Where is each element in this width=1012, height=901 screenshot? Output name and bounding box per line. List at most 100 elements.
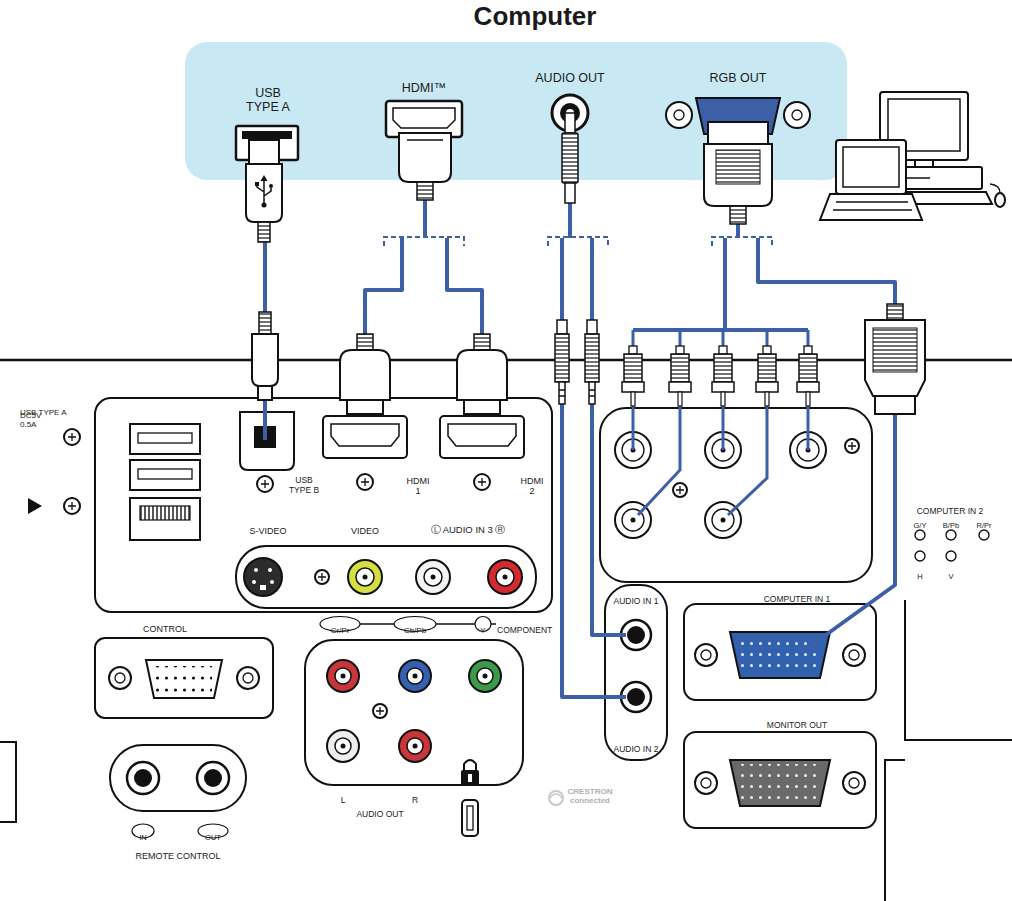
computer-icon [915, 160, 933, 167]
cable [736, 224, 740, 238]
projector-sockets [130, 424, 200, 454]
cable [548, 237, 608, 246]
cable-plug [624, 354, 642, 382]
projector-sockets [327, 730, 359, 762]
marker-symbols [468, 774, 472, 782]
cable [722, 406, 725, 450]
label-slot: R [408, 789, 422, 807]
projector-housing [0, 360, 1012, 901]
projector-sockets [730, 632, 830, 678]
marker-symbols [464, 760, 476, 770]
cable-plug [555, 334, 569, 382]
cable-plug [719, 346, 727, 354]
label-slot: COMPUTER IN 1 [752, 588, 842, 606]
projector-sockets [496, 568, 514, 586]
projector-sockets [407, 738, 423, 754]
signal-label: R [412, 796, 418, 806]
projector-sockets [254, 568, 258, 572]
connector-panels [110, 745, 246, 811]
cable [723, 238, 727, 330]
projector-sockets [740, 764, 820, 802]
projector-sockets [740, 636, 820, 674]
cable-plug [559, 382, 565, 404]
cable-plug [797, 382, 819, 392]
projector-sockets [356, 568, 374, 586]
port-label: AUDIO IN 2 [614, 745, 659, 755]
cable-plug [474, 334, 490, 350]
projector-sockets [130, 460, 200, 490]
cable [807, 406, 810, 450]
cable-plug [269, 184, 273, 188]
cable-plug [357, 334, 373, 350]
screw-symbol [257, 476, 273, 492]
marker-symbols [461, 770, 479, 786]
label-slot: H [913, 565, 927, 583]
label-slot: Ⓛ AUDIO IN 3 Ⓡ [403, 519, 533, 537]
cable-plug [622, 382, 644, 392]
cable-plug [565, 183, 575, 203]
label-slot: OUT [201, 826, 225, 844]
cable-plug [257, 180, 271, 204]
label-slot: VIDEO [345, 520, 385, 538]
computer-ports [386, 101, 462, 137]
projector-sockets [146, 660, 222, 698]
computer-icon [995, 193, 1005, 207]
signal-label: R/Pr [977, 522, 992, 531]
cable [805, 414, 895, 650]
projector-sockets [849, 778, 859, 788]
port-label: S-VIDEO [249, 526, 286, 536]
screw-symbol [64, 429, 80, 445]
screw-symbol [64, 429, 859, 718]
port-label: HDMI™ [402, 81, 446, 95]
signal-label: IN [139, 834, 147, 843]
projector-sockets [701, 650, 711, 660]
cable-plug [246, 164, 282, 222]
label-slot: HDMI 1 [404, 476, 432, 498]
cable-plug [562, 133, 578, 183]
port-label: CONTROL [143, 624, 187, 634]
cable [632, 406, 635, 450]
computer-ports [674, 110, 684, 120]
cable-plug [629, 346, 637, 354]
screw-symbol [474, 474, 490, 490]
projector-sockets [843, 772, 865, 794]
cable-plug [875, 396, 915, 414]
projector-sockets [631, 518, 636, 523]
cable [384, 237, 464, 246]
screw-symbol [673, 483, 687, 497]
screw-symbol [64, 498, 80, 514]
projector-sockets [424, 568, 442, 586]
label-slot: L [336, 789, 350, 807]
label-slot: USB TYPE B [286, 476, 322, 497]
screw-symbol [68, 502, 76, 510]
screw-symbol [64, 498, 80, 514]
cable [423, 200, 427, 238]
cable-plug [678, 392, 682, 406]
cable [633, 328, 808, 332]
cable-plug [347, 400, 383, 414]
marker-symbols [28, 498, 563, 838]
projector-sockets [915, 530, 925, 540]
projector-sockets [399, 660, 431, 692]
projector-sockets [237, 667, 259, 689]
cable-plug [622, 346, 819, 406]
port-label: COMPONENT [497, 626, 552, 636]
projector-sockets [407, 668, 423, 684]
projector-sockets [130, 498, 200, 540]
port-label: REMOTE CONTROL [135, 851, 220, 861]
port-label: Ⓛ AUDIO IN 3 Ⓡ [431, 525, 506, 536]
text-slot: USB TYPE A [240, 86, 296, 115]
connector-panels [95, 398, 552, 612]
cable [447, 238, 482, 334]
computer-icon [833, 202, 912, 210]
computer-ports [792, 110, 802, 120]
signal-label: Cb/Pb [404, 626, 426, 635]
computer-panel: ComputerUSB TYPE AHDMI™AUDIO OUTRGB OUT [185, 42, 847, 180]
projector-sockets [488, 560, 522, 594]
signal-label: V [948, 573, 953, 582]
cable-plug [804, 346, 812, 354]
projector-sockets [197, 762, 229, 794]
signal-label: L [341, 796, 346, 806]
